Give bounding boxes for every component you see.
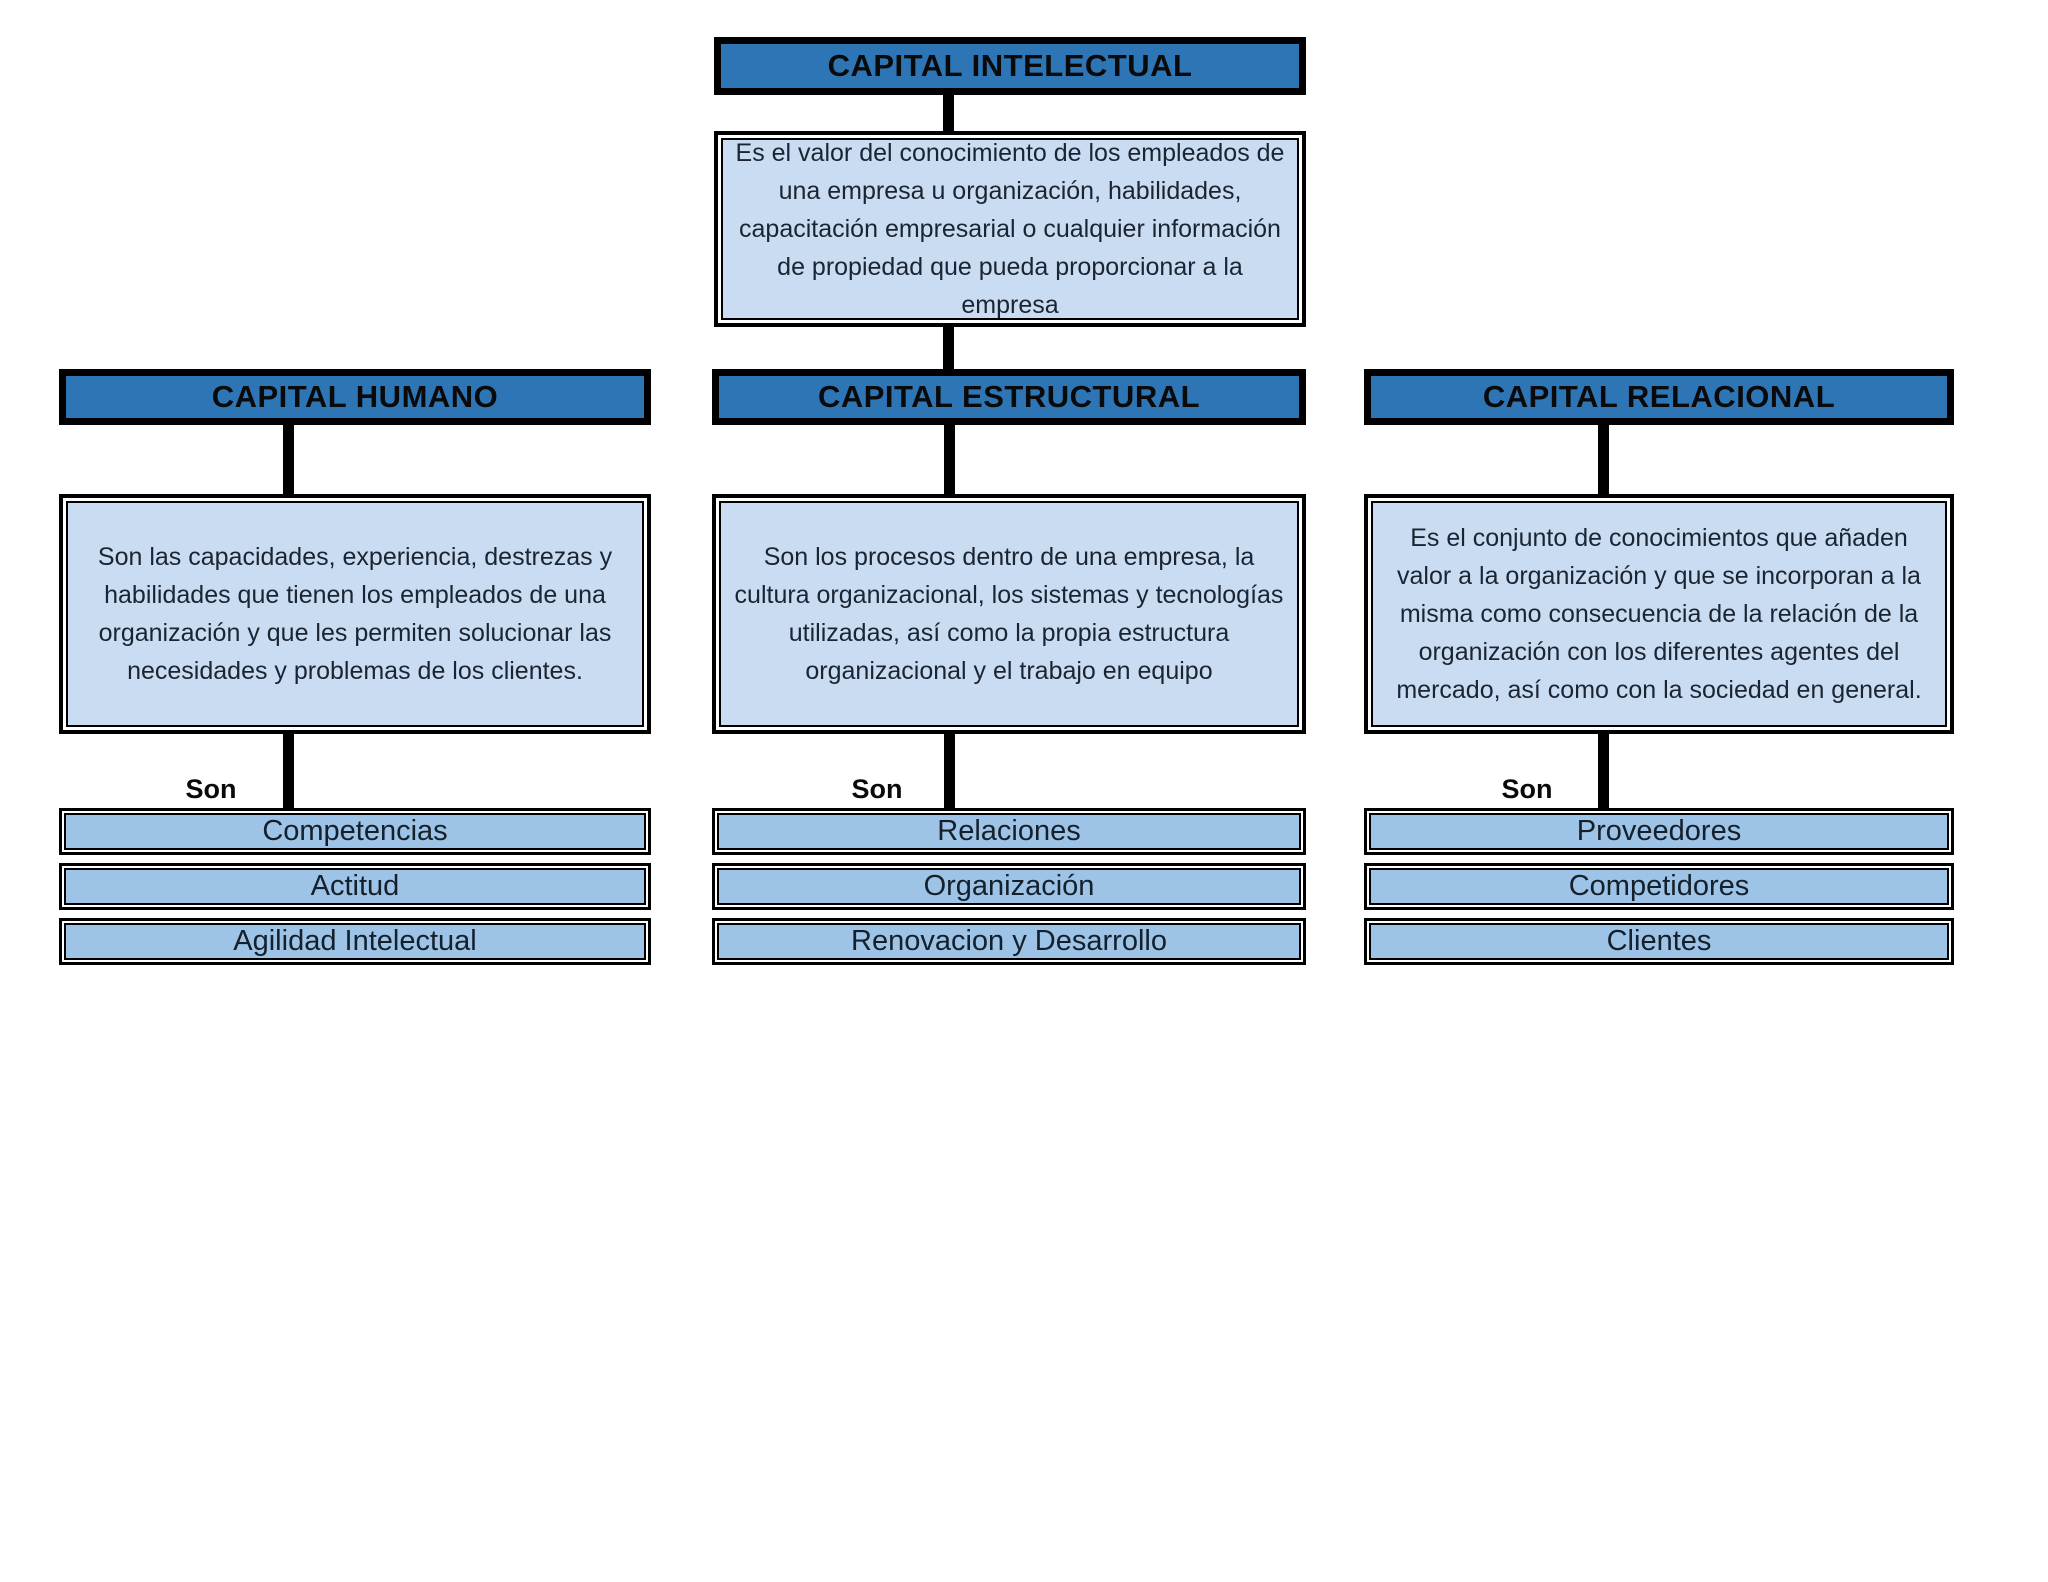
item-box: Organización <box>712 863 1306 910</box>
item-label: Agilidad Intelectual <box>233 925 477 957</box>
item-box: Competencias <box>59 808 651 855</box>
connector-relacional-desc-to-items <box>1598 731 1609 810</box>
item-inner: Relaciones <box>717 813 1301 850</box>
description-inner-estructural: Son los procesos dentro de una empresa, … <box>719 501 1299 727</box>
column-title-estructural: CAPITAL ESTRUCTURAL <box>817 379 1201 414</box>
connector-description-to-estructural <box>943 324 954 372</box>
item-inner: Proveedores <box>1369 813 1949 850</box>
description-inner-relacional: Es el conjunto de conocimientos que añad… <box>1371 501 1947 727</box>
item-box: Relaciones <box>712 808 1306 855</box>
item-label: Actitud <box>310 870 400 902</box>
column-header-humano: CAPITAL HUMANO <box>59 369 651 425</box>
column-title-humano: CAPITAL HUMANO <box>211 379 499 414</box>
item-inner: Competencias <box>64 813 646 850</box>
column-header-relacional: CAPITAL RELACIONAL <box>1364 369 1954 425</box>
item-box: Competidores <box>1364 863 1954 910</box>
son-label-relacional: Son <box>1501 774 1553 804</box>
item-inner: Actitud <box>64 868 646 905</box>
column-header-estructural: CAPITAL ESTRUCTURAL <box>712 369 1306 425</box>
item-inner: Agilidad Intelectual <box>64 923 646 960</box>
description-text-estructural: Son los procesos dentro de una empresa, … <box>734 543 1284 685</box>
item-box: Renovacion y Desarrollo <box>712 918 1306 965</box>
root-description-box: Es el valor del conocimiento de los empl… <box>714 131 1306 327</box>
son-label-estructural: Son <box>851 774 903 804</box>
item-label: Organización <box>923 870 1095 902</box>
item-label: Clientes <box>1606 925 1712 957</box>
column-title-relacional: CAPITAL RELACIONAL <box>1482 379 1836 414</box>
connector-humano-header-to-desc <box>283 423 294 497</box>
connector-humano-desc-to-items <box>283 731 294 810</box>
connector-estructural-desc-to-items <box>944 731 955 810</box>
item-inner: Renovacion y Desarrollo <box>717 923 1301 960</box>
item-inner: Organización <box>717 868 1301 905</box>
description-box-humano: Son las capacidades, experiencia, destre… <box>59 494 651 734</box>
connector-estructural-header-to-desc <box>944 423 955 497</box>
description-box-estructural: Son los procesos dentro de una empresa, … <box>712 494 1306 734</box>
root-description-inner: Es el valor del conocimiento de los empl… <box>721 138 1299 320</box>
root-title-box: CAPITAL INTELECTUAL <box>714 37 1306 95</box>
description-box-relacional: Es el conjunto de conocimientos que añad… <box>1364 494 1954 734</box>
item-label: Relaciones <box>937 815 1081 847</box>
item-box: Actitud <box>59 863 651 910</box>
item-box: Clientes <box>1364 918 1954 965</box>
item-label: Competencias <box>262 815 448 847</box>
item-label: Competidores <box>1568 870 1750 902</box>
item-box: Proveedores <box>1364 808 1954 855</box>
description-inner-humano: Son las capacidades, experiencia, destre… <box>66 501 644 727</box>
item-inner: Clientes <box>1369 923 1949 960</box>
description-text-humano: Son las capacidades, experiencia, destre… <box>97 543 613 685</box>
item-label: Proveedores <box>1576 815 1742 847</box>
item-label: Renovacion y Desarrollo <box>851 925 1167 957</box>
description-text-relacional: Es el conjunto de conocimientos que añad… <box>1396 524 1922 704</box>
son-label-humano: Son <box>185 774 237 804</box>
connector-root-to-description <box>943 92 954 134</box>
root-title: CAPITAL INTELECTUAL <box>827 48 1193 83</box>
connector-relacional-header-to-desc <box>1598 423 1609 497</box>
item-box: Agilidad Intelectual <box>59 918 651 965</box>
root-description-text: Es el valor del conocimiento de los empl… <box>735 139 1285 319</box>
item-inner: Competidores <box>1369 868 1949 905</box>
